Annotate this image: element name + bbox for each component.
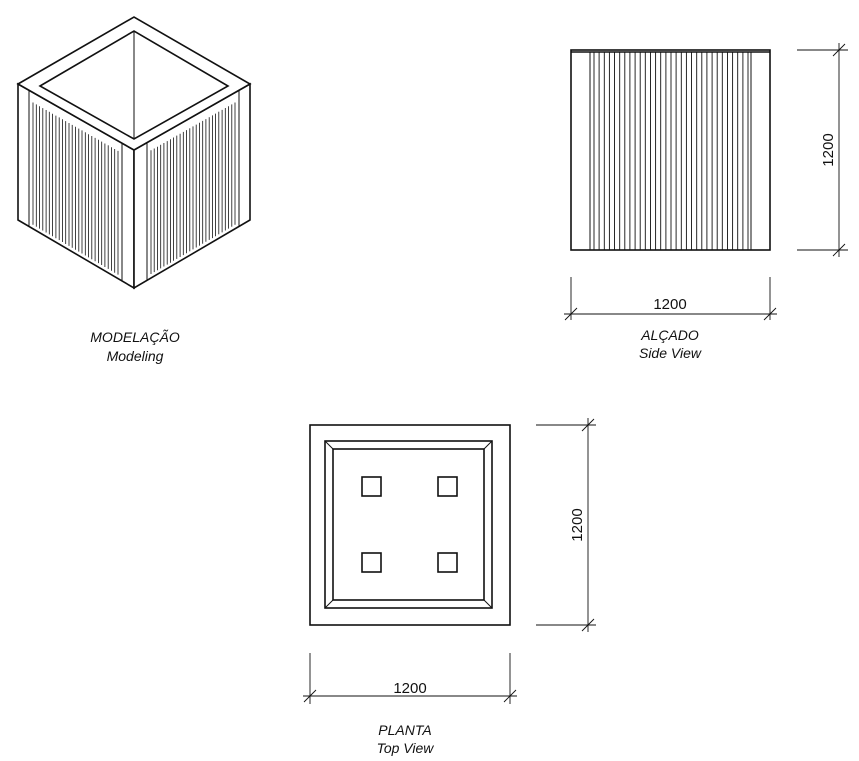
- top-width-dimension: 1200: [303, 653, 517, 704]
- top-height-dimension: 1200: [536, 418, 596, 632]
- drain-hole: [361, 552, 382, 573]
- top-view: [309, 424, 511, 626]
- modeling-title: MODELAÇÃO: [90, 329, 180, 345]
- side-slats: [593, 52, 749, 250]
- top-title: PLANTA: [378, 722, 431, 738]
- top-outer-square: [309, 424, 511, 626]
- top-inner-rim-outer: [324, 440, 493, 609]
- side-view: [570, 49, 771, 251]
- side-height-label: 1200: [820, 133, 837, 166]
- side-height-dimension: 1200: [797, 43, 848, 257]
- modeling-subtitle: Modeling: [107, 348, 164, 364]
- iso-inner-opening: [38, 30, 230, 140]
- side-subtitle: Side View: [639, 345, 702, 361]
- top-width-label: 1200: [393, 680, 426, 697]
- drain-hole: [437, 552, 458, 573]
- side-width-label: 1200: [653, 296, 686, 313]
- iso-left-slats: [32, 102, 119, 275]
- drain-hole: [437, 476, 458, 497]
- top-height-label: 1200: [569, 508, 586, 541]
- side-title: ALÇADO: [640, 327, 699, 343]
- drain-hole: [361, 476, 382, 497]
- isometric-model: [16, 16, 252, 290]
- side-width-dimension: 1200: [564, 277, 777, 321]
- top-inner-rim-inner: [332, 448, 485, 601]
- top-subtitle: Top View: [377, 740, 435, 756]
- side-outline: [570, 49, 771, 251]
- iso-right-slats: [150, 102, 236, 274]
